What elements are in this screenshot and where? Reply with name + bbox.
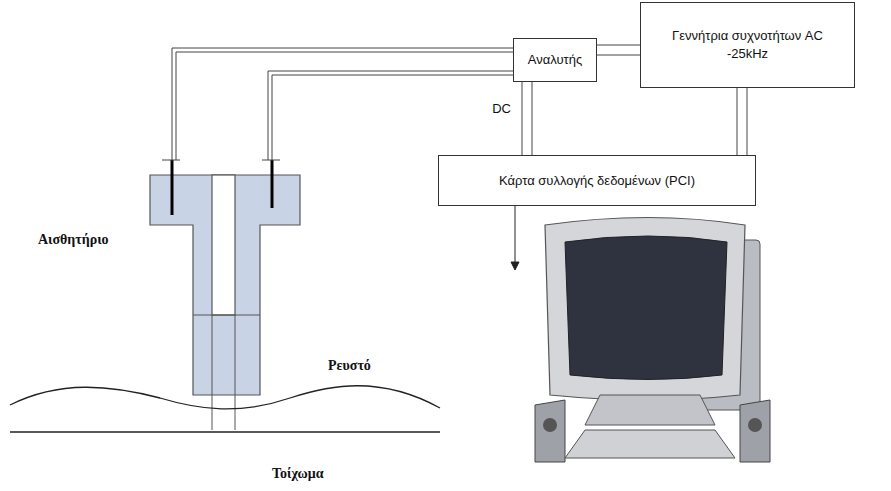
wire-line: [522, 82, 523, 155]
wire: [162, 48, 513, 160]
wall-label: Τοίχωμα: [272, 466, 323, 482]
computer: [535, 218, 770, 463]
wire-line: [532, 82, 533, 155]
double-wire: [597, 45, 640, 55]
analyzer-box: Αναλυτής: [513, 38, 597, 82]
wire-line: [747, 88, 748, 155]
data-cable: [511, 206, 519, 270]
generator-box: Γεννήτρια συχνοτήτων AC -25kHz: [640, 2, 855, 88]
wire-line: [737, 88, 738, 155]
daq-card-box: Κάρτα συλλογής δεδομένων (PCI): [438, 155, 756, 206]
box-text: Γεννήτρια συχνοτήτων AC -25kHz: [665, 27, 830, 62]
double-wire: [522, 82, 532, 155]
box-text: Κάρτα συλλογής δεδομένων (PCI): [499, 172, 695, 190]
box-text: Αναλυτής: [528, 51, 582, 69]
sensor-label: Αισθητήριο: [38, 232, 109, 248]
fluid-label: Ρευστό: [328, 358, 371, 374]
double-wire: [737, 88, 747, 155]
wire-line: [597, 45, 640, 46]
edge-label: DC: [490, 101, 513, 116]
wire-line: [597, 55, 640, 56]
fluid-surface: [10, 386, 440, 409]
wall: [10, 431, 440, 433]
channel-line: [212, 315, 235, 430]
electrode: [172, 160, 272, 215]
